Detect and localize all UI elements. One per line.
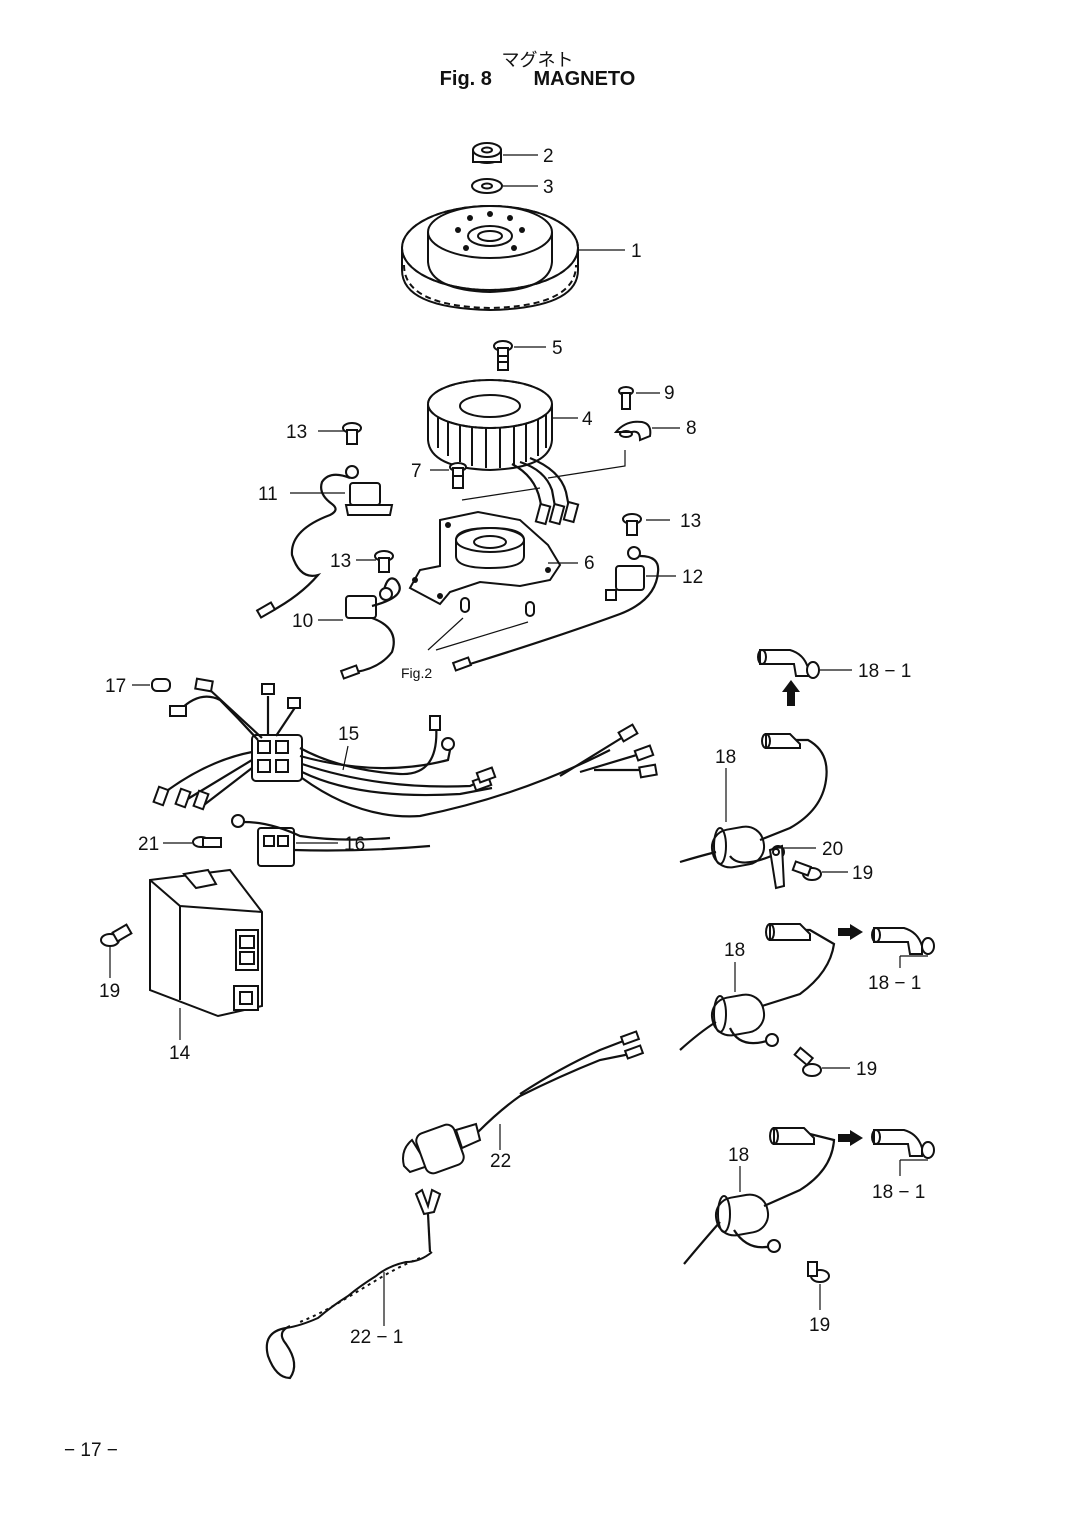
callout-19-top: 19 — [852, 863, 873, 884]
figure-number: Fig. 8 — [439, 68, 492, 90]
part-rectifier-harness — [152, 677, 658, 818]
arrow-right-icon — [838, 1130, 863, 1146]
callout-13-right: 13 — [680, 511, 701, 532]
part-bolt-19-middle — [793, 1046, 822, 1077]
callout-17: 17 — [105, 676, 126, 697]
callout-20: 20 — [822, 839, 843, 860]
part-screw-13-top — [342, 422, 362, 445]
part-bolt-19-left — [100, 923, 133, 947]
part-wire-clamp — [613, 420, 652, 442]
callout-18-top: 18 — [715, 747, 736, 768]
part-stop-switch — [402, 1030, 645, 1175]
callout-5: 5 — [552, 338, 563, 359]
part-cdi-unit — [149, 868, 263, 1018]
title-japanese: マグネト — [501, 50, 574, 71]
callout-12: 12 — [682, 567, 703, 588]
callout-8: 8 — [686, 418, 697, 439]
callout-4: 4 — [582, 409, 593, 430]
part-bolt-19-bottom — [807, 1261, 830, 1283]
callout-18-1-top: 18 − 1 — [858, 661, 911, 682]
part-plug — [151, 678, 171, 692]
callout-7: 7 — [411, 461, 422, 482]
part-screw-13-right — [622, 513, 642, 536]
part-lanyard — [265, 1188, 442, 1380]
part-pulser-coil-lower — [339, 577, 401, 680]
callout-13-mid: 13 — [330, 551, 351, 572]
callout-1: 1 — [631, 241, 642, 262]
callout-9: 9 — [664, 383, 675, 404]
part-ignition-coil-middle — [679, 923, 836, 1051]
part-pulser-coil-upper — [255, 465, 394, 619]
callout-18-bottom: 18 — [728, 1145, 749, 1166]
callout-labels: 2 3 1 5 9 4 8 13 7 11 13 6 13 12 10 Fig.… — [99, 146, 925, 1348]
arrow-right-icon — [838, 924, 863, 940]
callout-16: 16 — [344, 834, 365, 855]
callout-22: 22 — [490, 1151, 511, 1172]
part-screw — [449, 462, 467, 489]
part-nut — [472, 142, 502, 164]
arrow-up-icon — [782, 680, 800, 706]
callout-14: 14 — [169, 1043, 191, 1064]
callout-22-1: 22 − 1 — [350, 1327, 403, 1348]
callout-13-top: 13 — [286, 422, 307, 443]
callout-6: 6 — [584, 553, 595, 574]
part-bolt — [493, 340, 513, 371]
callout-11: 11 — [258, 484, 278, 505]
part-dowel-pins — [460, 597, 535, 617]
part-stator — [427, 379, 580, 526]
figure-reference: Fig.2 — [401, 665, 432, 681]
part-bracket — [768, 844, 786, 890]
part-plug-cap-top — [757, 649, 820, 679]
callout-18-1-middle: 18 − 1 — [868, 973, 921, 994]
callout-18-middle: 18 — [724, 940, 745, 961]
part-plug-cap-middle — [871, 927, 935, 955]
figure-name: MAGNETO — [533, 68, 636, 90]
callout-3: 3 — [543, 177, 554, 198]
part-flywheel — [401, 205, 579, 312]
part-pulser-coil-right — [451, 546, 660, 672]
callout-18-1-bottom: 18 − 1 — [872, 1182, 925, 1203]
leader-lines — [109, 154, 928, 1326]
part-ignition-coil-bottom — [683, 1127, 836, 1265]
callout-2: 2 — [543, 146, 554, 167]
callout-19-bottom: 19 — [809, 1315, 830, 1336]
part-base-plate — [408, 510, 562, 606]
part-screw-21 — [192, 836, 222, 848]
page-number: − 17 − — [64, 1440, 118, 1461]
callout-19-middle: 19 — [856, 1059, 877, 1080]
part-washer — [471, 178, 503, 194]
part-plug-cap-bottom — [871, 1129, 935, 1159]
figure-title: Fig. 8 MAGNETO — [0, 68, 1075, 91]
callout-15: 15 — [338, 724, 359, 745]
callout-19-left: 19 — [99, 981, 120, 1002]
part-bolt-19-top — [791, 860, 822, 881]
part-connector — [231, 814, 431, 867]
callout-21: 21 — [138, 834, 159, 855]
part-screw-13-mid — [374, 550, 394, 573]
callout-10: 10 — [292, 611, 313, 632]
part-ignition-coil-top — [679, 733, 828, 869]
part-clamp-screw — [618, 386, 634, 410]
